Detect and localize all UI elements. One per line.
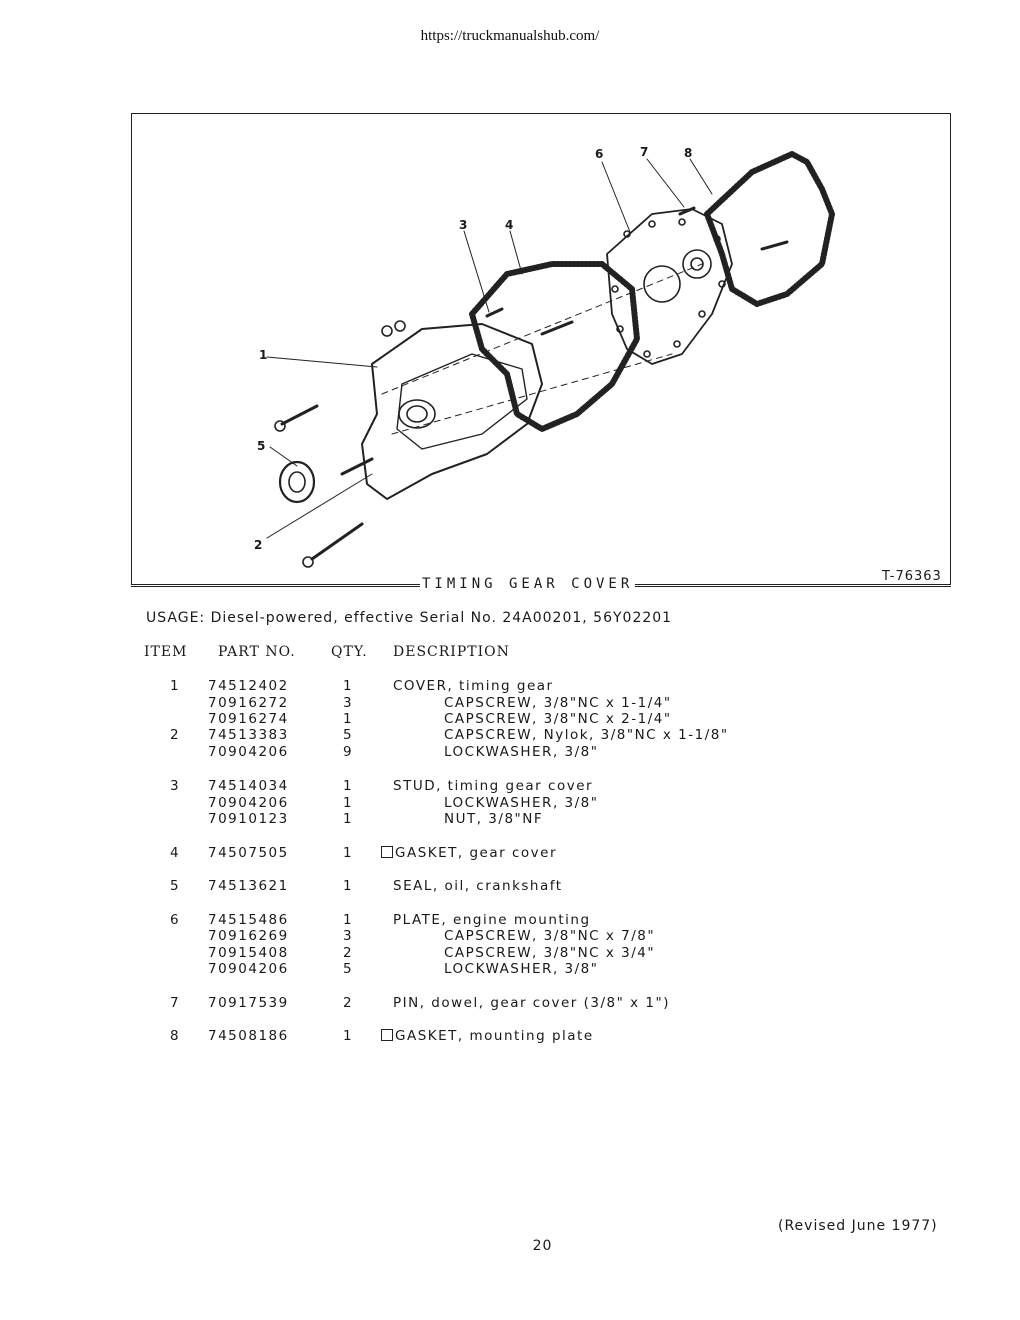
callout-2: 2 bbox=[254, 538, 263, 552]
engine-mounting-plate-shape bbox=[606, 208, 733, 365]
row-description-text: CAPSCREW, 3/8"NC x 2-1/4" bbox=[444, 711, 672, 727]
row-quantity: 2 bbox=[343, 995, 354, 1011]
row-quantity: 1 bbox=[343, 845, 354, 861]
source-url[interactable]: https://truckmanualshub.com/ bbox=[420, 28, 600, 44]
row-description: CAPSCREW, 3/8"NC x 7/8" bbox=[444, 928, 655, 944]
row-description: CAPSCREW, 3/8"NC x 2-1/4" bbox=[444, 711, 672, 727]
row-quantity: 1 bbox=[343, 912, 354, 928]
row-quantity: 2 bbox=[343, 945, 354, 961]
row-part-number: 74508186 bbox=[208, 1028, 289, 1044]
row-quantity: 5 bbox=[343, 727, 354, 743]
row-part-number: 74514034 bbox=[208, 778, 289, 794]
row-description: LOCKWASHER, 3/8" bbox=[444, 744, 598, 760]
row-part-number: 70910123 bbox=[208, 811, 289, 827]
callout-6: 6 bbox=[595, 147, 604, 161]
row-item-number: 6 bbox=[170, 912, 181, 928]
row-quantity: 9 bbox=[343, 744, 354, 760]
row-quantity: 5 bbox=[343, 961, 354, 977]
row-part-number: 70904206 bbox=[208, 961, 289, 977]
row-part-number: 70917539 bbox=[208, 995, 289, 1011]
row-description-text: STUD, timing gear cover bbox=[393, 778, 594, 794]
row-part-number: 70904206 bbox=[208, 744, 289, 760]
row-description-text: GASKET, gear cover bbox=[395, 845, 557, 861]
callout-4: 4 bbox=[505, 218, 514, 232]
header-qty: QTY. bbox=[331, 644, 368, 660]
row-part-number: 70904206 bbox=[208, 795, 289, 811]
box-symbol-icon bbox=[381, 1029, 393, 1041]
row-description: CAPSCREW, 3/8"NC x 3/4" bbox=[444, 945, 655, 961]
callout-7: 7 bbox=[640, 145, 649, 159]
row-description: GASKET, mounting plate bbox=[381, 1028, 594, 1044]
row-description-text: PLATE, engine mounting bbox=[393, 912, 591, 928]
row-item-number: 2 bbox=[170, 727, 181, 743]
row-quantity: 1 bbox=[343, 778, 354, 794]
row-description: STUD, timing gear cover bbox=[393, 778, 593, 794]
exploded-view-figure: 1 5 2 3 4 6 7 8 bbox=[131, 113, 951, 585]
row-item-number: 4 bbox=[170, 845, 181, 861]
revision-note: (Revised June 1977) bbox=[778, 1218, 938, 1234]
callout-1: 1 bbox=[259, 348, 268, 362]
crankshaft-seal-shape bbox=[278, 460, 316, 504]
callout-8: 8 bbox=[684, 146, 693, 160]
row-quantity: 1 bbox=[343, 1028, 354, 1044]
row-description-text: GASKET, mounting plate bbox=[395, 1028, 594, 1044]
row-quantity: 1 bbox=[343, 711, 354, 727]
usage-label: USAGE: bbox=[146, 610, 206, 626]
page-number: 20 bbox=[532, 1238, 553, 1254]
row-quantity: 1 bbox=[343, 811, 354, 827]
row-description-text: PIN, dowel, gear cover (3/8" x 1") bbox=[393, 995, 670, 1011]
row-description: CAPSCREW, Nylok, 3/8"NC x 1-1/8" bbox=[444, 727, 729, 743]
row-description: GASKET, gear cover bbox=[381, 845, 557, 861]
row-part-number: 74513621 bbox=[208, 878, 289, 894]
header-part-no: PART NO. bbox=[218, 644, 296, 660]
row-description: LOCKWASHER, 3/8" bbox=[444, 961, 598, 977]
row-description: PLATE, engine mounting bbox=[393, 912, 591, 928]
row-quantity: 1 bbox=[343, 795, 354, 811]
header-description: DESCRIPTION bbox=[393, 644, 510, 660]
timing-gear-cover-diagram bbox=[266, 151, 835, 568]
row-item-number: 5 bbox=[170, 878, 181, 894]
row-item-number: 3 bbox=[170, 778, 181, 794]
row-part-number: 74515486 bbox=[208, 912, 289, 928]
callout-3: 3 bbox=[459, 218, 468, 232]
row-quantity: 1 bbox=[343, 878, 354, 894]
row-item-number: 1 bbox=[170, 678, 181, 694]
row-description: NUT, 3/8"NF bbox=[444, 811, 543, 827]
timing-gear-cover-body-shape bbox=[361, 323, 543, 500]
box-symbol-icon bbox=[381, 846, 393, 858]
callout-5: 5 bbox=[257, 439, 266, 453]
row-description: LOCKWASHER, 3/8" bbox=[444, 795, 598, 811]
header-item: ITEM bbox=[144, 644, 188, 660]
row-description-text: SEAL, oil, crankshaft bbox=[393, 878, 563, 894]
row-item-number: 7 bbox=[170, 995, 181, 1011]
row-part-number: 70916272 bbox=[208, 695, 289, 711]
usage-text: Diesel-powered, effective Serial No. 24A… bbox=[210, 610, 673, 626]
row-description: COVER, timing gear bbox=[393, 678, 554, 694]
row-part-number: 70916269 bbox=[208, 928, 289, 944]
row-description: SEAL, oil, crankshaft bbox=[393, 878, 563, 894]
row-item-number: 8 bbox=[170, 1028, 181, 1044]
figure-number: T-76363 bbox=[882, 569, 942, 584]
usage-line: USAGE: Diesel-powered, effective Serial … bbox=[146, 610, 672, 626]
row-part-number: 70916274 bbox=[208, 711, 289, 727]
row-quantity: 3 bbox=[343, 928, 354, 944]
row-description-text: CAPSCREW, 3/8"NC x 3/4" bbox=[444, 945, 656, 961]
row-part-number: 74512402 bbox=[208, 678, 289, 694]
row-description-text: LOCKWASHER, 3/8" bbox=[444, 744, 599, 760]
row-part-number: 74507505 bbox=[208, 845, 289, 861]
row-quantity: 3 bbox=[343, 695, 354, 711]
row-description-text: COVER, timing gear bbox=[393, 678, 554, 694]
row-quantity: 1 bbox=[343, 678, 354, 694]
figure-caption: TIMING GEAR COVER bbox=[420, 576, 636, 592]
row-description: PIN, dowel, gear cover (3/8" x 1") bbox=[393, 995, 670, 1011]
row-part-number: 70915408 bbox=[208, 945, 289, 961]
row-description-text: LOCKWASHER, 3/8" bbox=[444, 961, 599, 977]
row-description: CAPSCREW, 3/8"NC x 1-1/4" bbox=[444, 695, 672, 711]
row-description-text: NUT, 3/8"NF bbox=[444, 811, 544, 827]
row-description-text: LOCKWASHER, 3/8" bbox=[444, 795, 599, 811]
row-description-text: CAPSCREW, 3/8"NC x 7/8" bbox=[444, 928, 656, 944]
row-description-text: CAPSCREW, 3/8"NC x 1-1/4" bbox=[444, 695, 672, 711]
row-description-text: CAPSCREW, Nylok, 3/8"NC x 1-1/8" bbox=[444, 727, 729, 743]
row-part-number: 74513383 bbox=[208, 727, 289, 743]
